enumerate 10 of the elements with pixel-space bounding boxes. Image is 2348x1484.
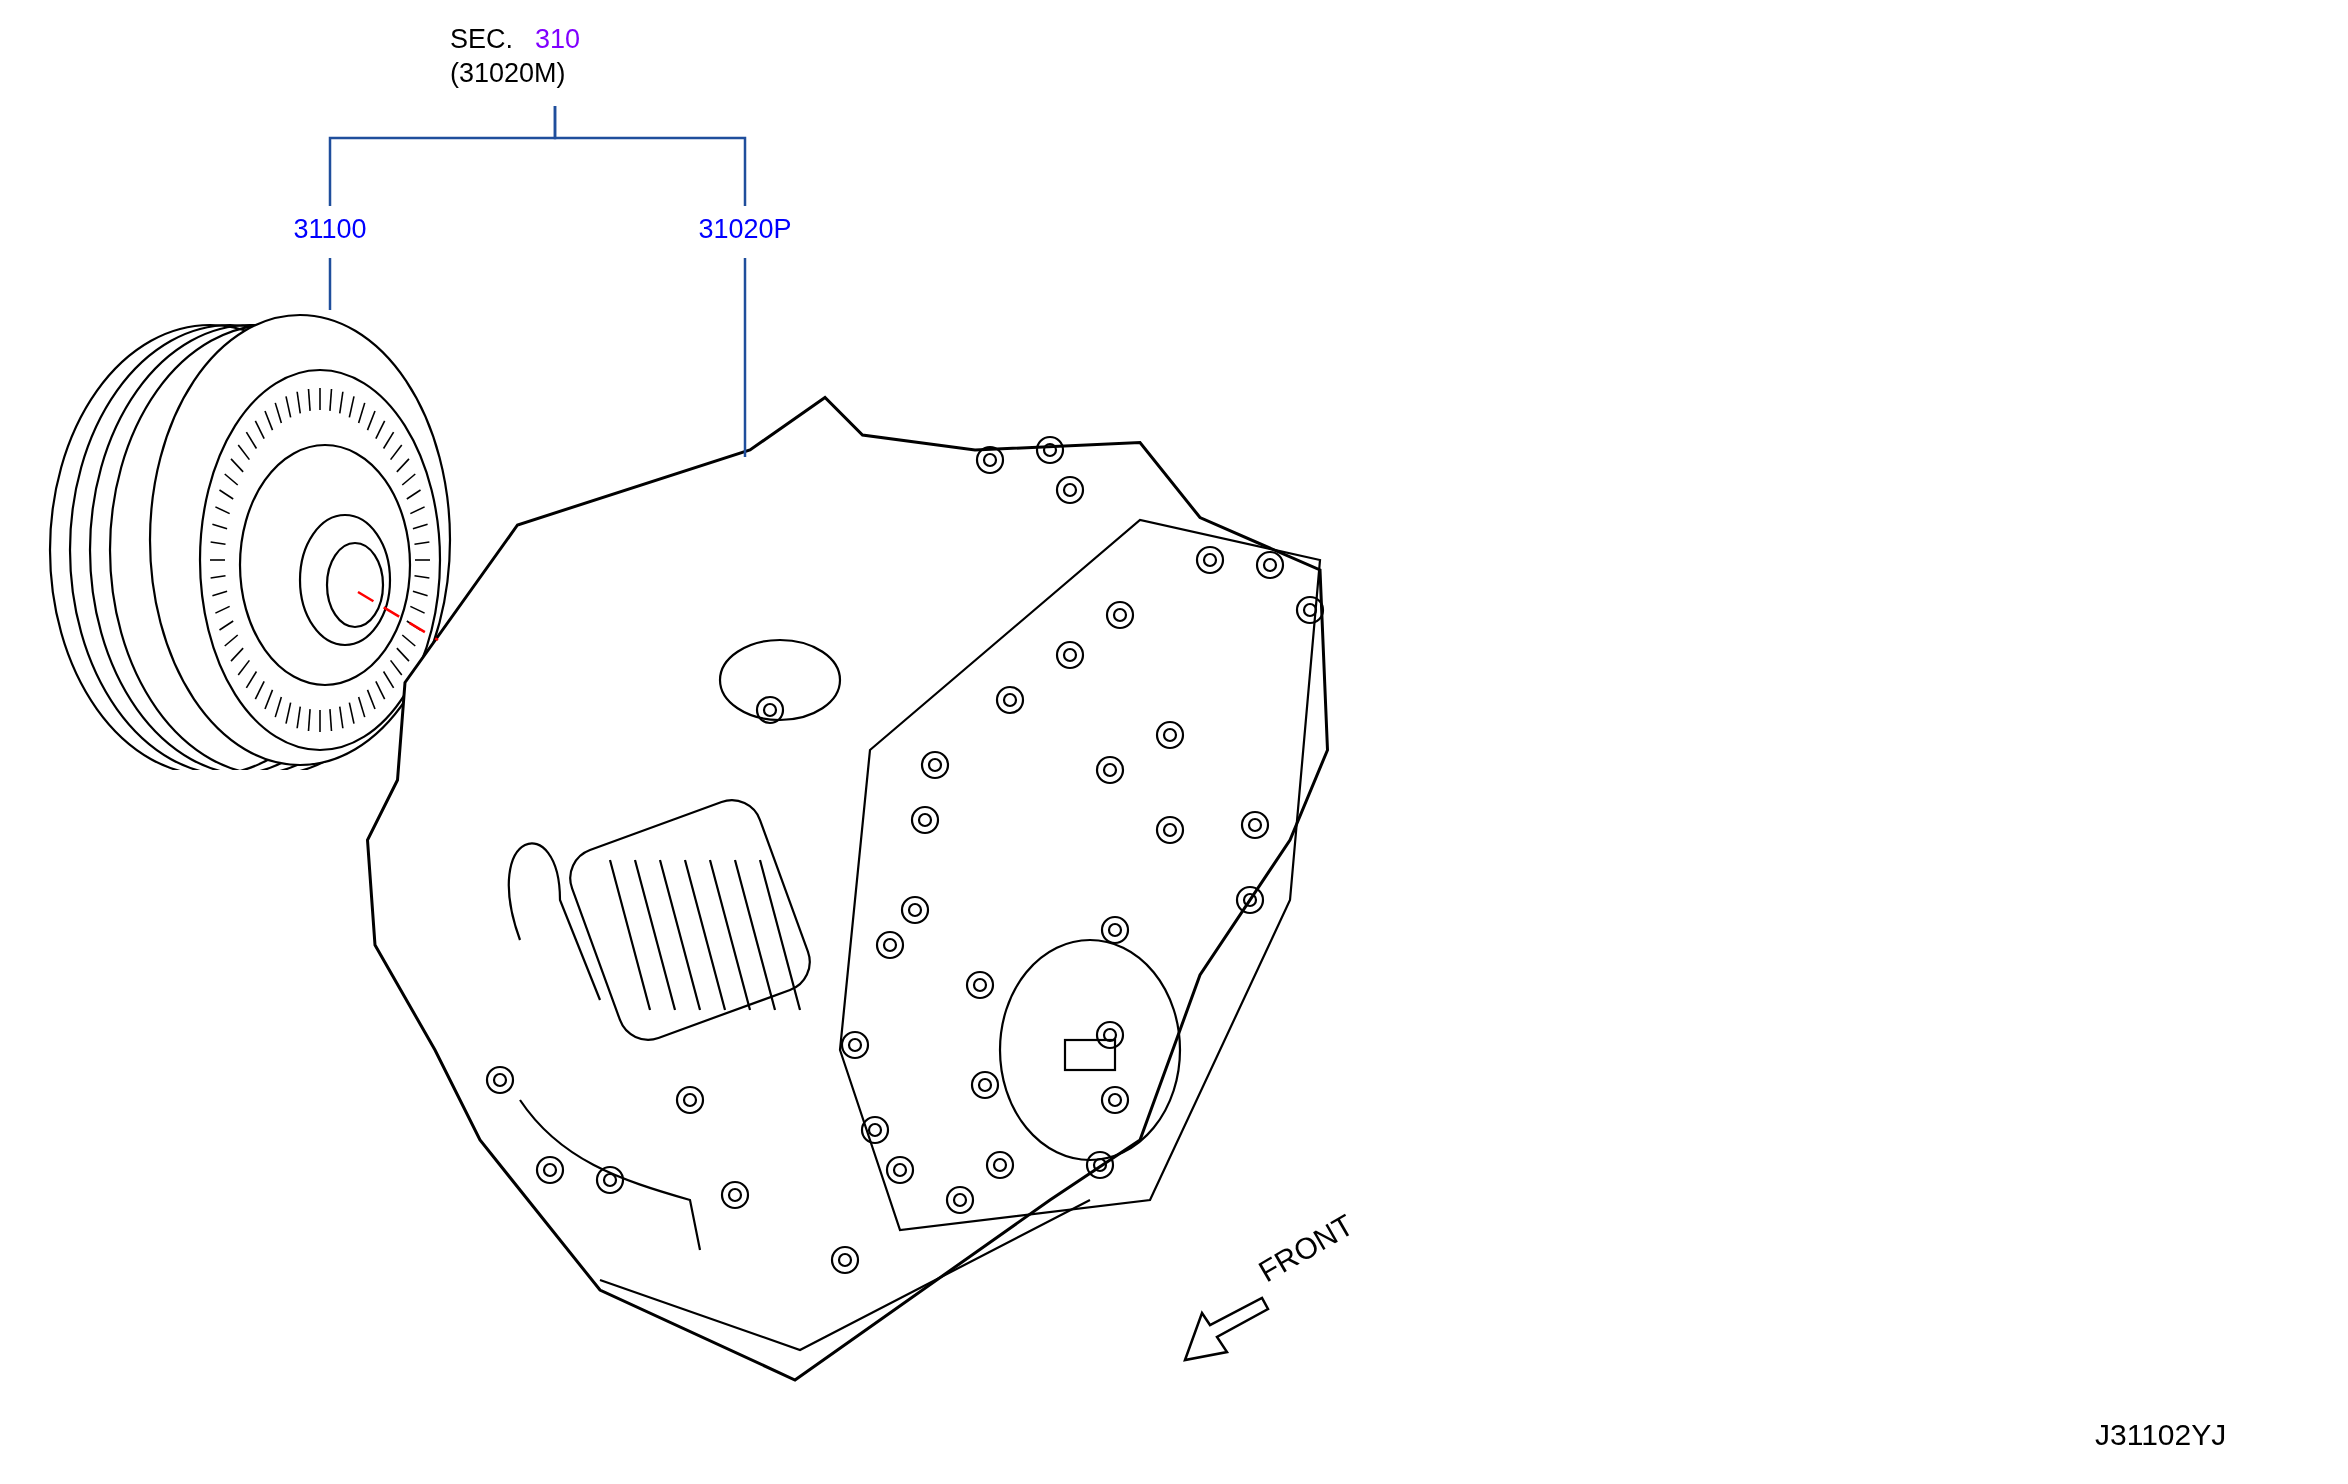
diagram-code: J31102YJ — [2095, 1418, 2227, 1452]
leader-line — [328, 258, 332, 310]
part-number: 31100 — [285, 212, 375, 246]
alignment-line — [357, 590, 439, 642]
section-number: 310 — [535, 23, 581, 56]
section-reference: SEC. — [450, 23, 514, 56]
leader-line — [743, 258, 747, 457]
leader-line — [553, 106, 747, 206]
part-number: 31020P — [690, 212, 800, 246]
part-number: (31020M) — [450, 57, 566, 90]
